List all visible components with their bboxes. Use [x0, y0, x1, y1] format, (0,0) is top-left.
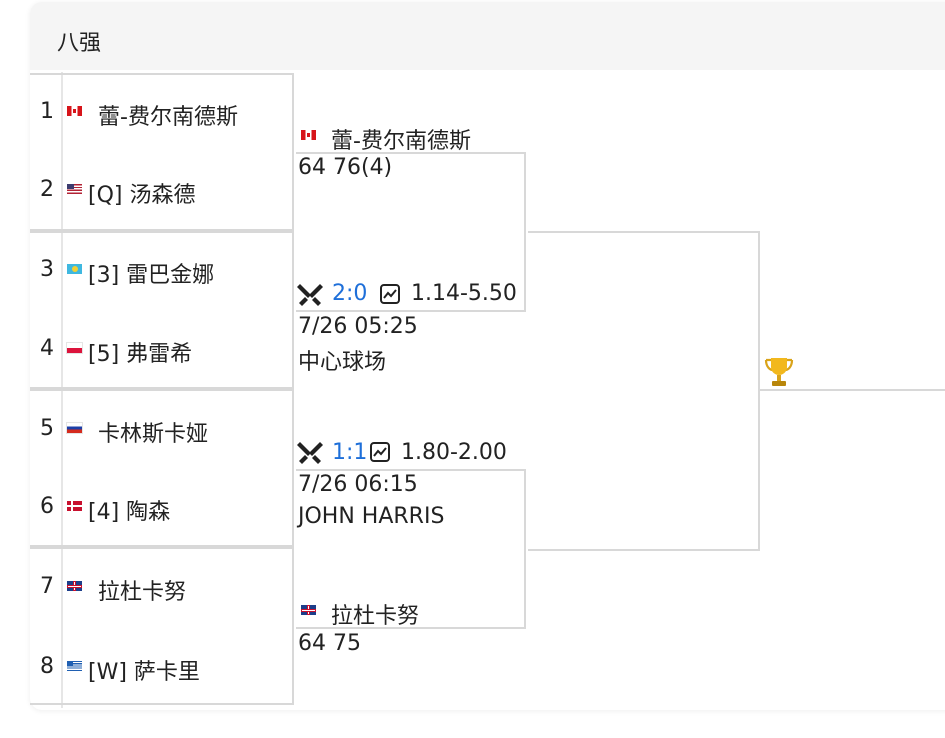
bracket-card: 八强 — [30, 2, 945, 710]
semi-2-bottom-line — [296, 627, 526, 629]
match-box-3 — [30, 389, 294, 547]
round-title: 八强 — [57, 31, 102, 56]
seed-number: 2 — [40, 177, 54, 202]
match-box-1 — [30, 73, 294, 231]
semi-1-bottom-line — [296, 310, 526, 312]
canada-flag-icon — [67, 106, 82, 116]
match-box-4 — [30, 547, 294, 705]
crossed-swords-icon — [297, 440, 323, 468]
semi-1-time: 7/26 05:25 — [298, 314, 418, 339]
final-top-line — [528, 231, 760, 233]
player-name: [4] 陶森 — [88, 500, 171, 525]
player-row-6[interactable]: 6 [4] 陶森 — [30, 488, 294, 528]
poland-flag-icon — [66, 342, 83, 354]
player-row-7[interactable]: 7 拉杜卡努 — [30, 568, 294, 608]
line-chart-icon — [380, 284, 400, 308]
semi-2-score: 64 75 — [298, 631, 361, 656]
semi-1-court: 中心球场 — [298, 350, 387, 375]
semi-1-odds: 1.14-5.50 — [411, 281, 517, 306]
player-name: 拉杜卡努 — [98, 580, 187, 605]
player-name: 蕾-费尔南德斯 — [98, 105, 238, 130]
seed-number: 6 — [40, 494, 54, 519]
semi-2-court: JOHN HARRIS — [298, 504, 445, 529]
player-row-4[interactable]: 4 [5] 弗雷希 — [30, 330, 294, 370]
greece-flag-icon — [67, 661, 82, 671]
semi-2-winner-name[interactable]: 拉杜卡努 — [331, 604, 420, 629]
canada-flag-icon — [301, 130, 316, 140]
denmark-flag-icon — [67, 501, 82, 511]
semi-2-right-line — [524, 469, 526, 629]
trophy-icon — [764, 357, 794, 393]
match-box-2 — [30, 231, 294, 389]
uk-flag-icon — [301, 605, 316, 615]
semi-1-score: 64 76(4) — [298, 155, 393, 180]
semi-1-h2h-link[interactable]: 2:0 — [332, 281, 368, 306]
crossed-swords-icon — [297, 282, 323, 310]
player-name: 卡林斯卡娅 — [98, 422, 209, 447]
semi-2-time: 7/26 06:15 — [298, 472, 418, 497]
usa-flag-icon — [67, 184, 82, 194]
bracket-header: 八强 — [30, 2, 945, 70]
player-name: [5] 弗雷希 — [88, 342, 193, 367]
player-row-3[interactable]: 3 [3] 雷巴金娜 — [30, 251, 294, 291]
semi-2-top-line — [296, 469, 526, 471]
seed-number: 8 — [40, 654, 54, 679]
player-row-5[interactable]: 5 卡林斯卡娅 — [30, 410, 294, 450]
seed-number: 4 — [40, 336, 54, 361]
semi-2-h2h-link[interactable]: 1:1 — [332, 440, 368, 465]
russia-flag-icon — [66, 422, 83, 434]
player-name: [W] 萨卡里 — [88, 660, 200, 685]
player-name: [Q] 汤森德 — [88, 183, 196, 208]
player-row-2[interactable]: 2 [Q] 汤森德 — [30, 171, 294, 211]
kazakhstan-flag-icon — [67, 264, 82, 274]
player-name: [3] 雷巴金娜 — [88, 263, 215, 288]
semi-1-winner-name[interactable]: 蕾-费尔南德斯 — [331, 129, 471, 154]
final-bottom-line — [528, 549, 760, 551]
final-right-line — [758, 231, 760, 551]
semi-2-odds: 1.80-2.00 — [401, 440, 507, 465]
uk-flag-icon — [67, 581, 82, 591]
seed-number: 3 — [40, 257, 54, 282]
semi-1-top-line — [296, 152, 526, 154]
seed-number: 5 — [40, 416, 54, 441]
semi-1-right-line — [524, 152, 526, 312]
player-row-8[interactable]: 8 [W] 萨卡里 — [30, 648, 294, 688]
line-chart-icon — [370, 442, 390, 466]
champion-line — [760, 389, 945, 391]
seed-number: 1 — [40, 99, 54, 124]
player-row-1[interactable]: 1 蕾-费尔南德斯 — [30, 93, 294, 133]
seed-number: 7 — [40, 574, 54, 599]
